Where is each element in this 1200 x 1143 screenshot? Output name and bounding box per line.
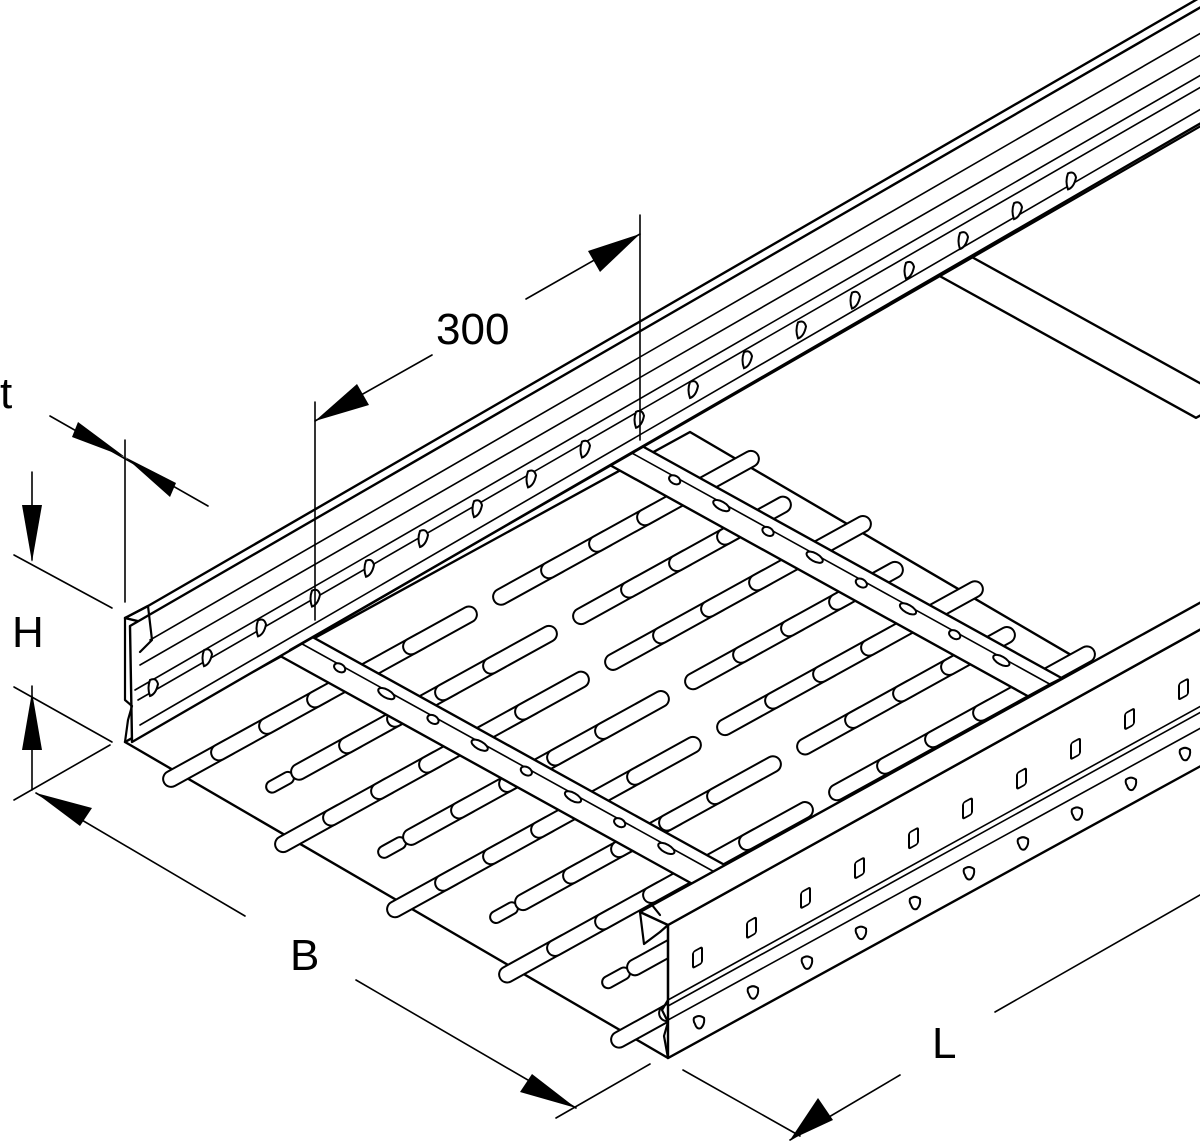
wall-hole	[579, 439, 592, 459]
wall-hole	[795, 320, 808, 340]
side-wall-holes-front	[692, 678, 1192, 1030]
wall-hole	[525, 469, 538, 489]
cross-bar-hole	[898, 602, 918, 616]
wall-hole	[1065, 171, 1078, 191]
label-t: t	[0, 369, 12, 418]
wall-hole	[471, 499, 484, 519]
dimension-pitch: 300	[314, 214, 641, 621]
wall-keyhole	[1016, 836, 1030, 851]
cross-bar-hole	[657, 841, 676, 856]
wall-hole	[1011, 201, 1024, 221]
floor-slot	[377, 836, 407, 859]
wall-keyhole	[746, 985, 760, 1000]
dimension-length: L	[682, 894, 1200, 1141]
wall-hole	[1178, 678, 1189, 700]
floor-slot	[626, 735, 702, 786]
wall-keyhole	[692, 1015, 706, 1030]
wall-hole	[692, 946, 703, 969]
floor-slot	[482, 624, 558, 675]
front-side-wall	[638, 601, 1200, 1060]
wall-hole	[201, 648, 214, 668]
wall-keyhole	[1178, 746, 1192, 762]
cross-bar-hole	[426, 713, 440, 725]
dimension-height: H	[12, 471, 113, 791]
cross-bar-hole	[948, 629, 962, 641]
cross-bar-hole	[519, 765, 533, 777]
cross-bar-hole	[333, 662, 347, 674]
wall-keyhole	[1124, 776, 1138, 792]
label-h: H	[12, 608, 44, 657]
wall-hole	[962, 797, 973, 820]
cross-bar-hole	[805, 550, 824, 564]
side-wall-holes-back	[147, 171, 1078, 698]
wall-hole	[908, 827, 919, 850]
floor-slot	[706, 755, 782, 806]
wall-hole	[903, 260, 916, 281]
cross-bar-hole	[854, 577, 868, 589]
floor-slot	[601, 966, 631, 990]
wall-hole	[741, 350, 754, 370]
wall-hole	[1070, 737, 1081, 760]
cross-bar	[934, 254, 1200, 419]
label-l: L	[932, 1019, 956, 1068]
floor-slot	[738, 801, 814, 851]
floor-slot	[402, 605, 478, 656]
label-b: B	[290, 931, 319, 980]
wall-hole	[854, 857, 865, 879]
wall-keyhole	[800, 955, 814, 970]
floor-slot	[489, 901, 519, 924]
dimension-width: B	[13, 744, 651, 1119]
floor-slot	[514, 670, 590, 721]
wall-hole	[363, 558, 376, 579]
wall-hole	[849, 290, 862, 310]
wall-keyhole	[908, 895, 922, 911]
dimension-thickness: t	[0, 369, 209, 603]
wall-hole	[746, 916, 757, 939]
cross-bar-hole	[712, 499, 731, 513]
label-300: 300	[436, 305, 509, 354]
cross-bar-hole	[613, 817, 627, 829]
wall-hole	[1124, 708, 1135, 730]
cross-bar-hole	[470, 738, 489, 752]
cross-bar-hole	[761, 525, 775, 537]
wall-hole	[1016, 767, 1027, 790]
floor-slot	[594, 690, 670, 740]
cross-bar-hole	[992, 653, 1011, 668]
wall-hole	[687, 380, 700, 400]
back-side-wall	[123, 0, 1200, 744]
wall-keyhole	[962, 866, 976, 881]
wall-hole	[417, 529, 430, 549]
wall-hole	[147, 678, 160, 698]
cross-bar-hole	[668, 474, 682, 486]
wall-keyhole	[854, 925, 868, 941]
wall-hole	[255, 618, 268, 638]
cross-bar-hole	[377, 687, 396, 701]
cross-bar-hole	[563, 790, 583, 804]
wall-keyhole	[1070, 806, 1084, 821]
wall-hole	[957, 231, 970, 251]
wall-hole	[800, 887, 811, 909]
floor-slot	[265, 771, 295, 794]
